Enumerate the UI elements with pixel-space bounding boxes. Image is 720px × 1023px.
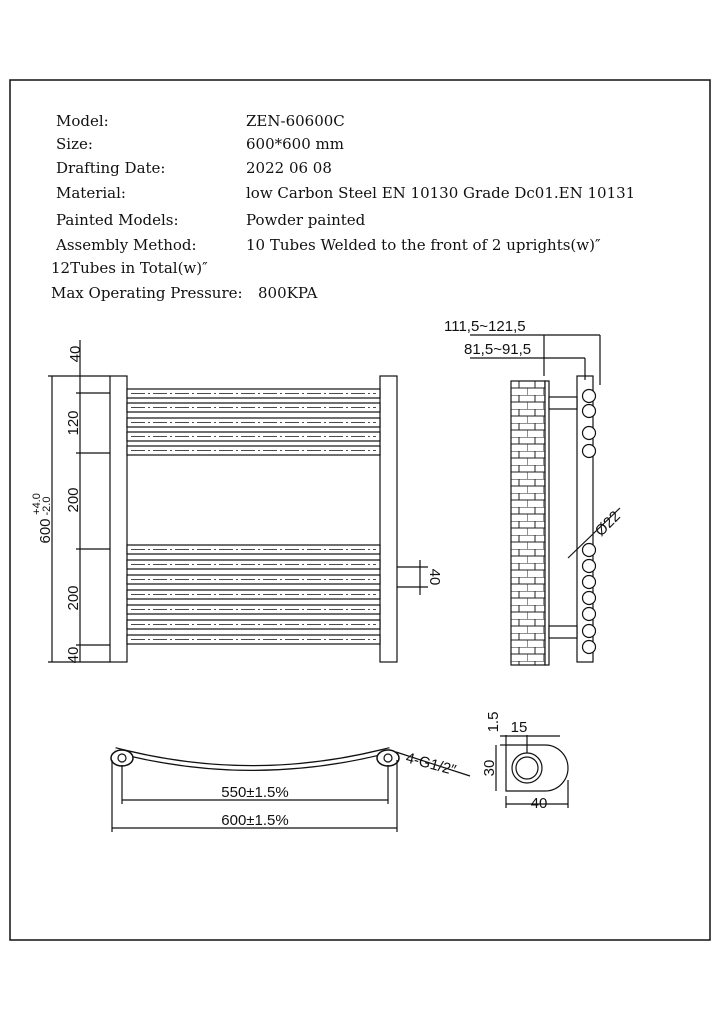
side-view [470, 334, 621, 666]
dim-inner: 81,5~91,5 [464, 341, 531, 358]
dim-200-a: 200 [65, 487, 82, 512]
dim-15: 15 [511, 719, 528, 736]
tube-section [581, 403, 597, 419]
detail-view [495, 735, 569, 808]
model-value: ZEN-60600C [246, 112, 345, 130]
tube-section [581, 558, 597, 574]
sheet-border [9, 79, 711, 941]
detail-view-labels: 1.5 15 30 40 [481, 712, 547, 812]
size-label: Size: [56, 135, 93, 153]
painted-value: Powder painted [246, 211, 366, 229]
dim-600: 600±1.5% [221, 812, 288, 829]
left-upright [109, 375, 128, 663]
tube-group-bottom [126, 544, 381, 645]
dim-550: 550±1.5% [221, 784, 288, 801]
tube-section [581, 606, 597, 622]
tube-section [581, 590, 597, 606]
assembly-value: 10 Tubes Welded to the front of 2 uprigh… [246, 236, 601, 254]
dim-200-b: 200 [65, 585, 82, 610]
material-label: Material: [56, 184, 126, 202]
date-label: Drafting Date: [56, 159, 166, 177]
tol-minus: -2.0 [41, 497, 53, 516]
dim-40-detail: 40 [531, 795, 548, 812]
dim-outer: 111,5~121,5 [444, 318, 526, 335]
side-view-labels: 111,5~121,5 81,5~91,5 Ø22 [444, 318, 624, 540]
tube-group-top [126, 388, 381, 456]
date-value: 2022 06 08 [246, 159, 332, 177]
tube-section [581, 388, 597, 404]
material-value: low Carbon Steel EN 10130 Grade Dc01.EN … [246, 184, 636, 202]
tube-section [581, 542, 597, 558]
pipe-inner [515, 756, 539, 780]
front-view-labels: 40 120 200 200 40 600 +4.0 -2.0 40 [31, 346, 443, 664]
brick-wall [510, 380, 546, 666]
tube-section [581, 443, 597, 459]
dim-40-bottom: 40 [65, 647, 82, 664]
tol-plus: +4.0 [31, 493, 43, 515]
dim-tube-gap: 40 [426, 569, 443, 586]
tubes-total: 12Tubes in Total(w)″ [51, 259, 208, 277]
dim-tube-dia: Ø22 [592, 508, 624, 540]
dim-1-5: 1.5 [485, 712, 502, 733]
bracket-top [548, 396, 578, 410]
dim-40-top: 40 [67, 346, 84, 363]
tube-circles [581, 388, 597, 655]
tube-section [581, 623, 597, 639]
pressure-label: Max Operating Pressure: [51, 284, 243, 302]
bracket-bottom [548, 625, 578, 639]
assembly-label: Assembly Method: [56, 236, 197, 254]
connection-label: 4-G1/2″ [404, 749, 458, 779]
pressure-value: 800KPA [258, 284, 318, 302]
right-upright [379, 375, 398, 663]
painted-label: Painted Models: [56, 211, 179, 229]
tube-section [581, 574, 597, 590]
dim-30: 30 [481, 760, 498, 777]
dim-120: 120 [65, 410, 82, 435]
model-label: Model: [56, 112, 109, 130]
size-value: 600*600 mm [246, 135, 344, 153]
tube-section [581, 639, 597, 655]
dim-height: 600 [37, 518, 54, 543]
tube-section [581, 425, 597, 441]
front-view [48, 340, 428, 663]
top-view [110, 747, 471, 832]
